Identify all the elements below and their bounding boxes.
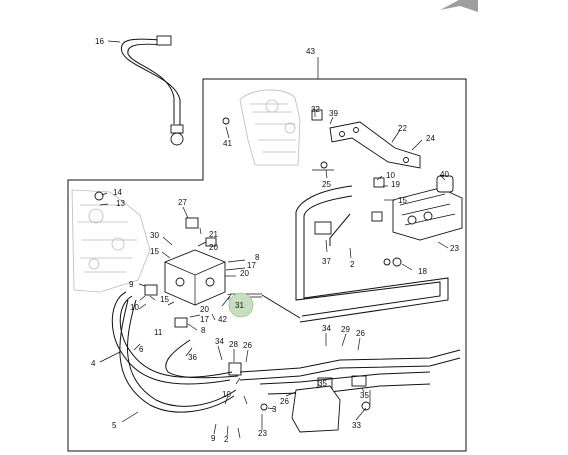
callout-30[interactable]: 30	[150, 231, 159, 240]
callout-15-top[interactable]: 15	[398, 196, 407, 205]
callout-23-right[interactable]: 23	[450, 244, 459, 253]
leader-lines	[99, 40, 449, 439]
callout-26-low[interactable]: 26	[280, 397, 289, 406]
callout-10-mid[interactable]: 10	[130, 303, 139, 312]
valve-block	[164, 249, 226, 306]
callout-33[interactable]: 33	[352, 421, 361, 430]
callout-labels: 16 43 41 32 39 22 24 25 10 19 15 40 14 1…	[91, 37, 459, 444]
callout-20-c[interactable]: 20	[200, 305, 209, 314]
callout-32[interactable]: 32	[311, 105, 320, 114]
hose-16	[120, 35, 184, 146]
callout-22[interactable]: 22	[398, 124, 407, 133]
highlight-callout-31[interactable]	[228, 292, 254, 318]
callout-25[interactable]: 25	[322, 180, 331, 189]
callout-2-top[interactable]: 2	[350, 260, 355, 269]
callout-42[interactable]: 42	[218, 315, 227, 324]
callout-40[interactable]: 40	[440, 170, 449, 179]
callout-4[interactable]: 4	[91, 359, 96, 368]
callout-29[interactable]: 29	[341, 325, 350, 334]
callout-16[interactable]: 16	[95, 37, 104, 46]
callout-26-mid[interactable]: 26	[243, 341, 252, 350]
callout-27[interactable]: 27	[178, 198, 187, 207]
callout-13[interactable]: 13	[116, 199, 125, 208]
callout-28[interactable]: 28	[229, 340, 238, 349]
callout-39[interactable]: 39	[329, 109, 338, 118]
callout-15-low[interactable]: 15	[160, 295, 169, 304]
reservoir-26	[291, 385, 341, 433]
callout-11[interactable]: 11	[154, 328, 163, 337]
callout-10-low[interactable]: 10	[222, 390, 231, 399]
callout-3[interactable]: 3	[272, 405, 277, 414]
control-valve-assembly	[392, 175, 463, 241]
callout-6[interactable]: 6	[139, 345, 144, 354]
engine-block-ghost-top	[239, 89, 301, 166]
callout-9-low[interactable]: 9	[211, 434, 216, 443]
callout-31[interactable]: 31	[235, 301, 244, 310]
callout-9-mid[interactable]: 9	[129, 280, 134, 289]
callout-17-top[interactable]: 17	[247, 261, 256, 270]
callout-8-low[interactable]: 8	[201, 326, 206, 335]
callout-34-right[interactable]: 34	[322, 324, 331, 333]
callout-18[interactable]: 18	[418, 267, 427, 276]
corner-arrow-icon[interactable]	[440, 0, 478, 12]
callout-41[interactable]: 41	[223, 139, 232, 148]
callout-36[interactable]: 36	[188, 353, 197, 362]
callout-26-right[interactable]: 26	[356, 329, 365, 338]
engine-block-ghost-left	[71, 189, 151, 293]
callout-43[interactable]: 43	[306, 47, 315, 56]
bracket-22	[329, 121, 421, 169]
callout-37[interactable]: 37	[322, 257, 331, 266]
callout-35-right[interactable]: 35	[360, 391, 369, 400]
callout-24[interactable]: 24	[426, 134, 435, 143]
callout-2-low[interactable]: 2	[224, 435, 229, 444]
outer-frame	[67, 78, 467, 452]
callout-14[interactable]: 14	[113, 188, 122, 197]
callout-21[interactable]: 21	[209, 230, 218, 239]
fittings	[94, 109, 402, 411]
callout-23-low[interactable]: 23	[258, 429, 267, 438]
callout-20-a[interactable]: 20	[209, 243, 218, 252]
callout-34-left[interactable]: 34	[215, 337, 224, 346]
callout-10-top[interactable]: 10	[386, 171, 395, 180]
callout-20-b[interactable]: 20	[240, 269, 249, 278]
callout-35-left[interactable]: 35	[318, 379, 327, 388]
callout-17-low[interactable]: 17	[200, 315, 209, 324]
callout-19[interactable]: 19	[391, 180, 400, 189]
callout-8-top[interactable]: 8	[255, 253, 260, 262]
hydraulic-lines	[111, 185, 461, 413]
callout-7[interactable]: 7	[227, 293, 232, 302]
callout-15-mid[interactable]: 15	[150, 247, 159, 256]
callout-5[interactable]: 5	[112, 421, 117, 430]
